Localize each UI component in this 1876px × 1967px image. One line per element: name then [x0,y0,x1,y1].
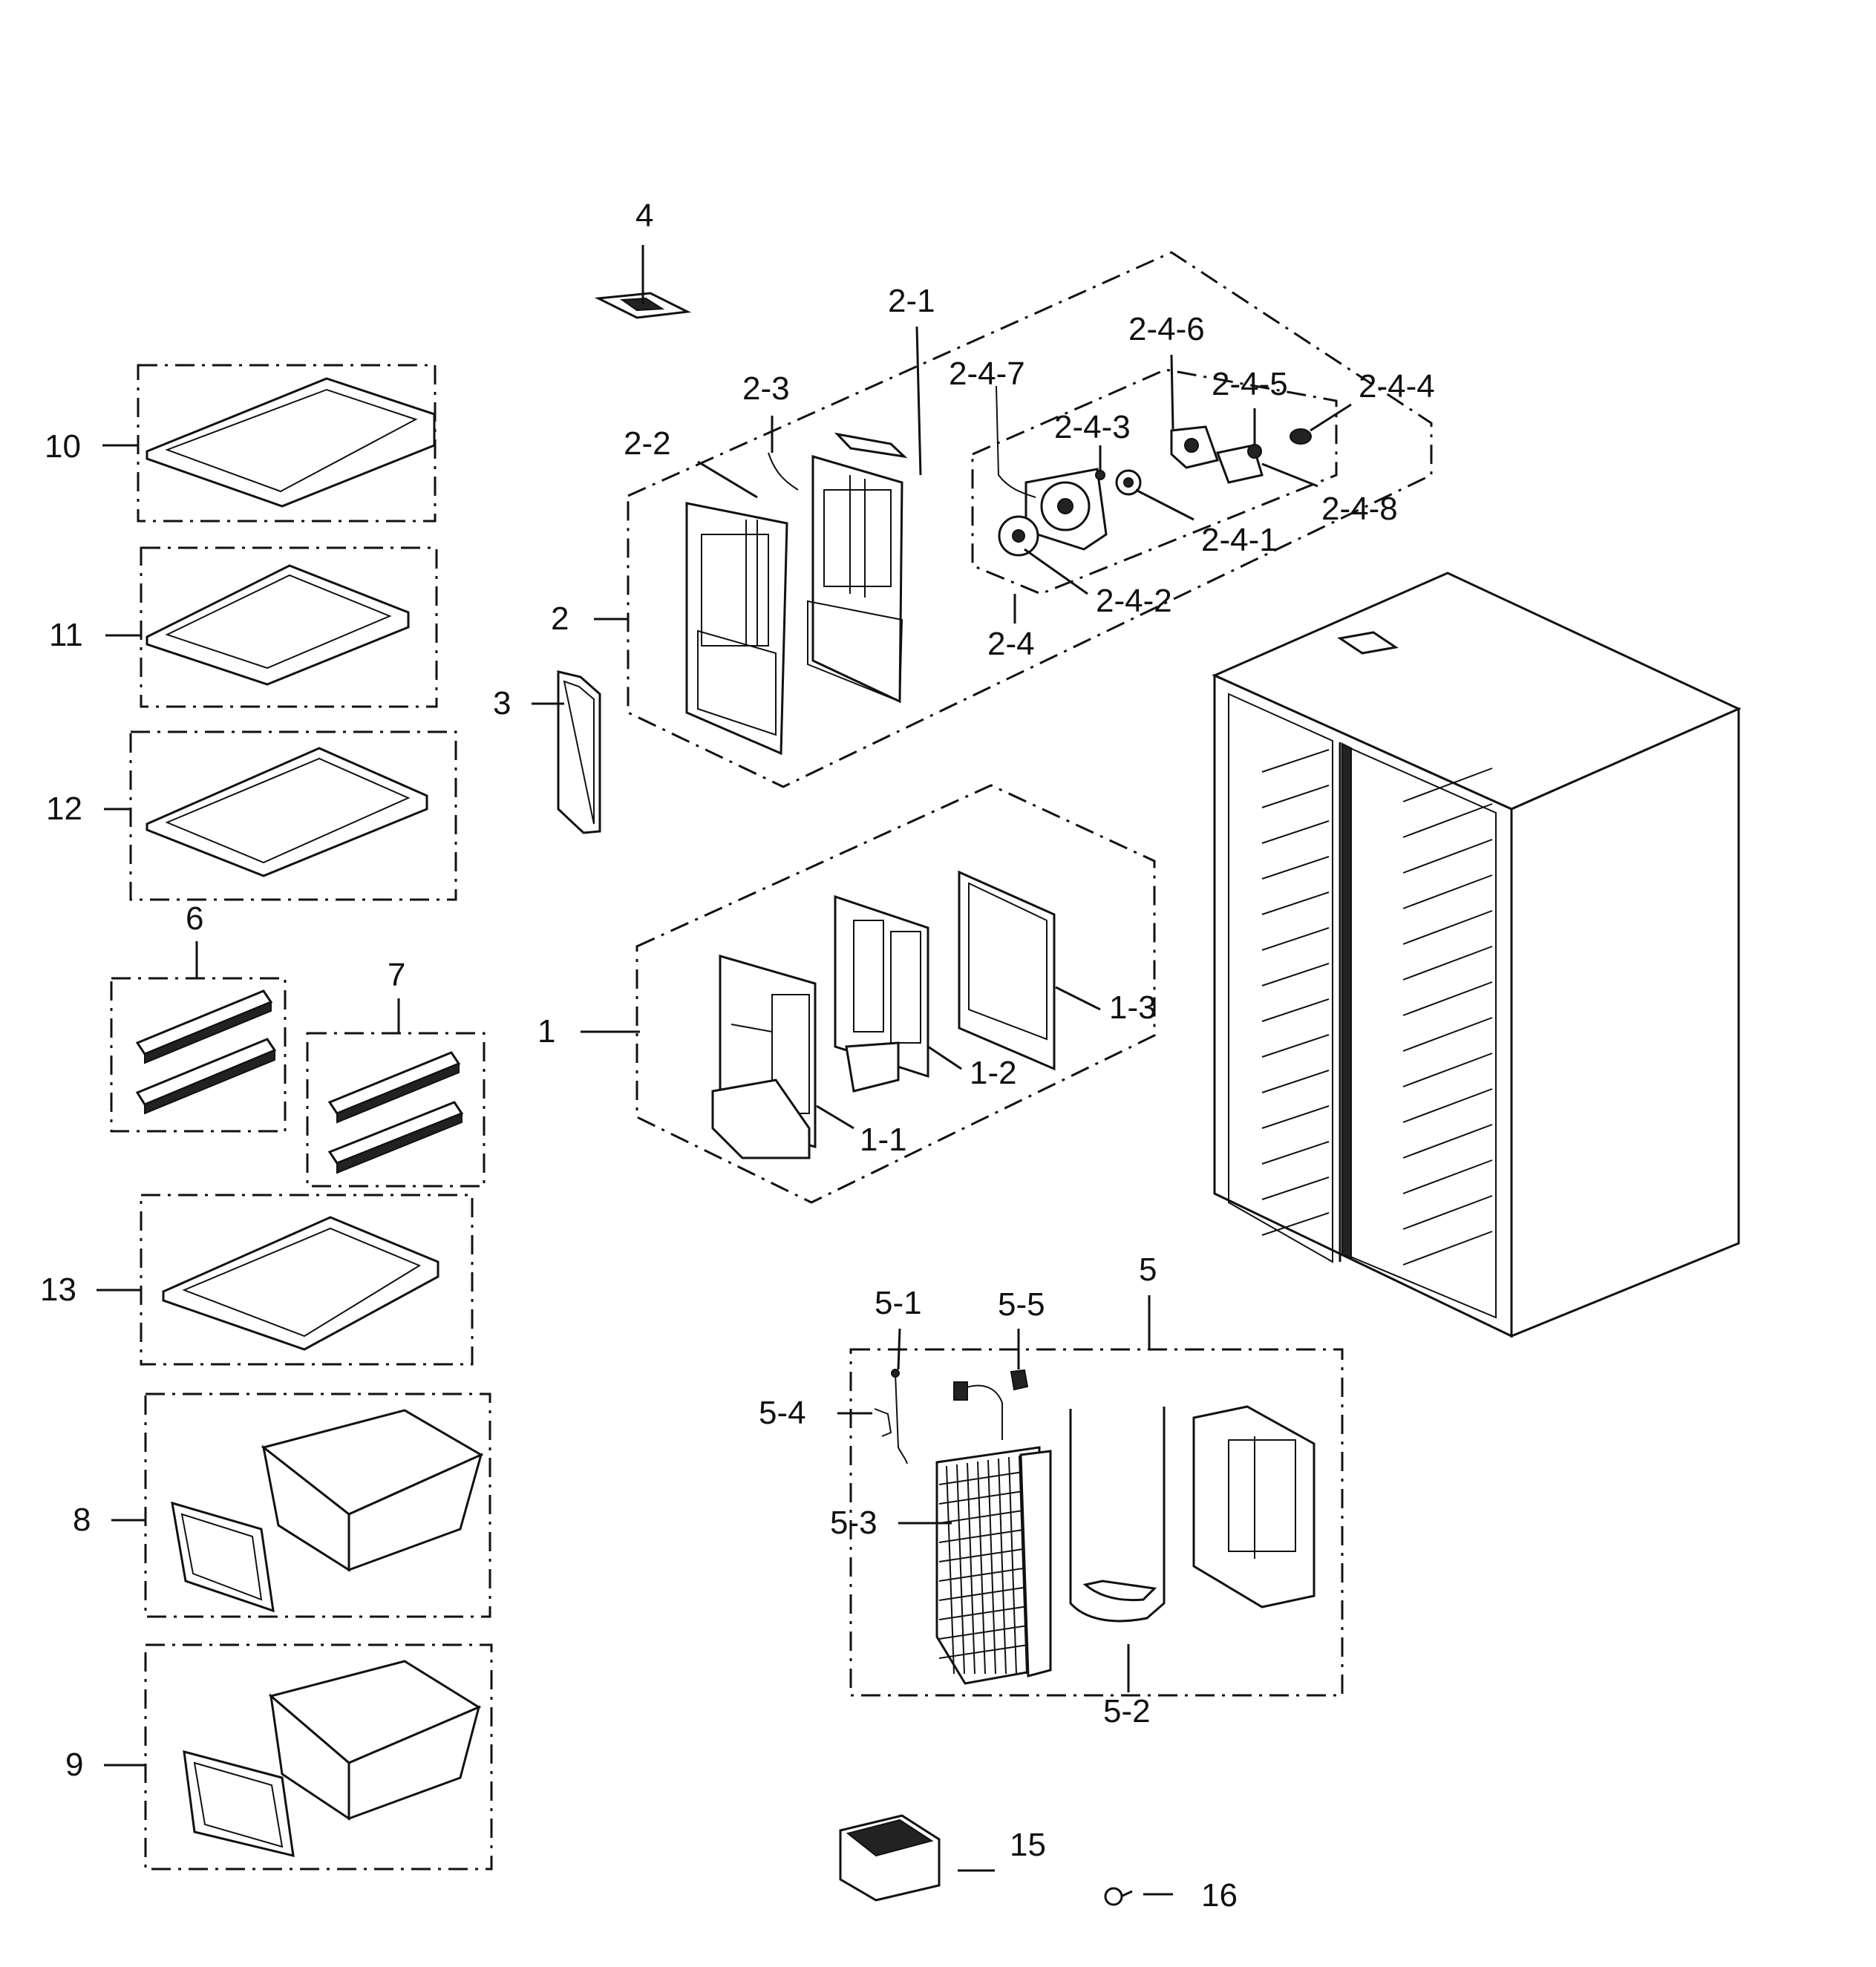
part-15-cover[interactable] [839,1814,941,1902]
label-2: 2 [551,600,569,637]
label-1-1: 1-1 [860,1122,907,1158]
label-7: 7 [388,957,405,993]
label-8: 8 [73,1502,91,1538]
label-2-4-8: 2-4-8 [1321,491,1398,527]
part-2-3-wire[interactable] [768,452,799,491]
part-16-screw[interactable] [1104,1887,1133,1906]
part-5-5-fuse[interactable] [1010,1369,1029,1391]
part-2-4-7-wire[interactable] [996,385,1036,498]
label-2-4-3: 2-4-3 [1054,409,1131,445]
group-5-box [849,1348,1344,1697]
group-9-box [144,1643,493,1871]
part-9-drawer[interactable] [183,1660,482,1857]
label-2-4: 2-4 [987,626,1035,662]
label-1-3: 1-3 [1109,989,1157,1026]
label-2-4-7: 2-4-7 [949,356,1025,392]
part-2-4-4-grommet[interactable] [1290,428,1312,445]
part-13-shelf[interactable] [162,1216,439,1351]
label-2-3: 2-3 [742,370,790,407]
part-5-4-clip[interactable] [874,1408,892,1437]
label-2-4-1: 2-4-1 [1201,522,1278,558]
group-7-box [306,1032,486,1188]
part-4-plate[interactable] [594,245,692,319]
label-2-4-2: 2-4-2 [1096,583,1172,619]
part-7-rails[interactable] [327,1051,464,1174]
label-2-4-4: 2-4-4 [1359,368,1435,405]
label-11: 11 [49,617,83,653]
group-11-box [140,546,438,708]
label-2-4-5: 2-4-5 [1212,366,1288,402]
refrigerator-cabinet[interactable] [1212,572,1742,1338]
label-5-4: 5-4 [759,1395,806,1431]
part-2-4-3-screw[interactable] [1095,470,1105,480]
group-13-box [140,1194,474,1366]
part-1-3-cover[interactable] [958,870,1056,1071]
label-13: 13 [40,1271,76,1308]
label-2-2: 2-2 [624,425,671,462]
part-5-2-defrost-heater[interactable] [1069,1407,1166,1623]
cabinet-shelf-rails [1261,749,1493,1266]
label-1: 1 [537,1013,555,1050]
label-2-4-6: 2-4-6 [1128,311,1205,347]
group-2-box [627,251,1433,788]
part-8-drawer[interactable] [171,1409,484,1613]
part-2-2-left-duct[interactable] [685,502,788,756]
label-2-1: 2-1 [888,283,935,319]
part-2-4-fan-motor-assembly[interactable] [998,468,1108,557]
label-1-2: 1-2 [970,1055,1017,1091]
label-5: 5 [1139,1251,1157,1288]
group-8-box [144,1392,491,1618]
part-10-shelf[interactable] [146,377,436,508]
part-2-4-6-bracket[interactable] [1170,425,1219,469]
label-5-1: 5-1 [875,1285,922,1321]
part-5-1-sensor[interactable] [891,1369,908,1464]
part-1-2-duct[interactable] [834,894,929,1093]
group-12-box [129,730,457,901]
group-6-box [110,977,287,1133]
part-12-shelf[interactable] [146,747,428,877]
part-2-1-sensor[interactable] [834,326,922,476]
part-2-right-duct[interactable] [807,455,903,704]
part-6-rails[interactable] [135,989,277,1115]
part-1-1-duct[interactable] [711,955,817,1159]
label-4: 4 [635,197,653,234]
label-10: 10 [45,428,81,465]
group-2-4-box [971,368,1338,595]
label-5-5: 5-5 [998,1286,1045,1323]
label-3: 3 [493,685,511,721]
part-5-heater-pipe[interactable] [953,1381,1003,1440]
part-2-4-5-motor[interactable] [1215,444,1264,484]
label-6: 6 [186,900,203,937]
label-15: 15 [1010,1827,1046,1863]
label-5-2: 5-2 [1103,1693,1151,1729]
part-11-shelf[interactable] [146,564,410,686]
part-2-4-1-fan[interactable] [1115,469,1142,496]
part-5-bracket-cover[interactable] [1192,1405,1316,1608]
label-9: 9 [65,1747,83,1783]
label-16: 16 [1201,1877,1238,1914]
part-3-gasket[interactable] [557,670,601,834]
label-12: 12 [46,791,82,827]
part-5-3-evaporator[interactable] [935,1446,1052,1685]
group-1-box [635,784,1156,1204]
label-5-3: 5-3 [830,1505,877,1541]
